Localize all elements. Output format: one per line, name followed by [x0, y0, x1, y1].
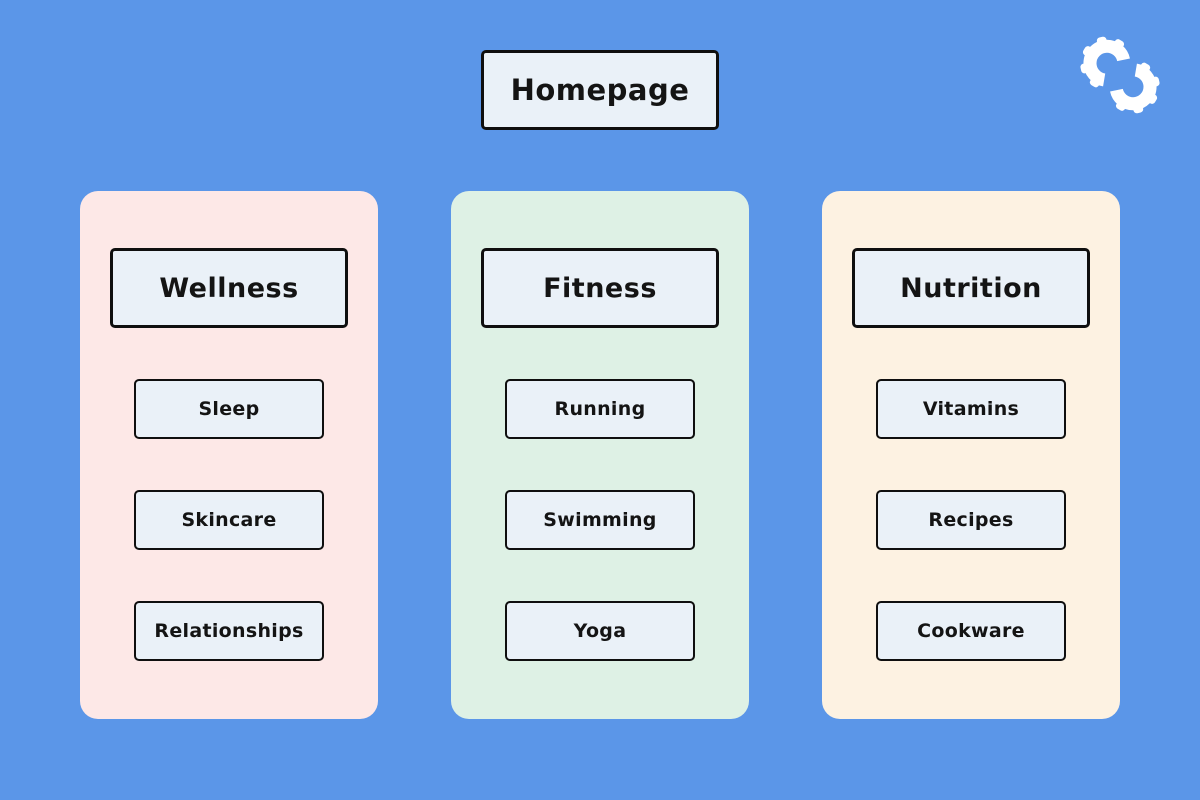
- subpage-node-cookware[interactable]: Cookware: [876, 601, 1066, 661]
- subpage-node-yoga[interactable]: Yoga: [505, 601, 695, 661]
- category-node-fitness[interactable]: Fitness: [481, 248, 719, 328]
- subpage-node-swimming[interactable]: Swimming: [505, 490, 695, 550]
- category-card-wellness: Wellness Sleep Skincare Relationships: [80, 191, 378, 719]
- category-columns-row: Wellness Sleep Skincare Relationships Fi…: [80, 191, 1120, 719]
- category-node-wellness[interactable]: Wellness: [110, 248, 348, 328]
- category-card-nutrition: Nutrition Vitamins Recipes Cookware: [822, 191, 1120, 719]
- double-gear-logo-icon: [1073, 28, 1167, 122]
- subpage-node-sleep[interactable]: Sleep: [134, 379, 324, 439]
- subpage-node-relationships[interactable]: Relationships: [134, 601, 324, 661]
- subpage-node-skincare[interactable]: Skincare: [134, 490, 324, 550]
- subpage-node-running[interactable]: Running: [505, 379, 695, 439]
- subpage-node-recipes[interactable]: Recipes: [876, 490, 1066, 550]
- homepage-node[interactable]: Homepage: [481, 50, 719, 130]
- subpage-node-vitamins[interactable]: Vitamins: [876, 379, 1066, 439]
- category-node-nutrition[interactable]: Nutrition: [852, 248, 1090, 328]
- category-card-fitness: Fitness Running Swimming Yoga: [451, 191, 749, 719]
